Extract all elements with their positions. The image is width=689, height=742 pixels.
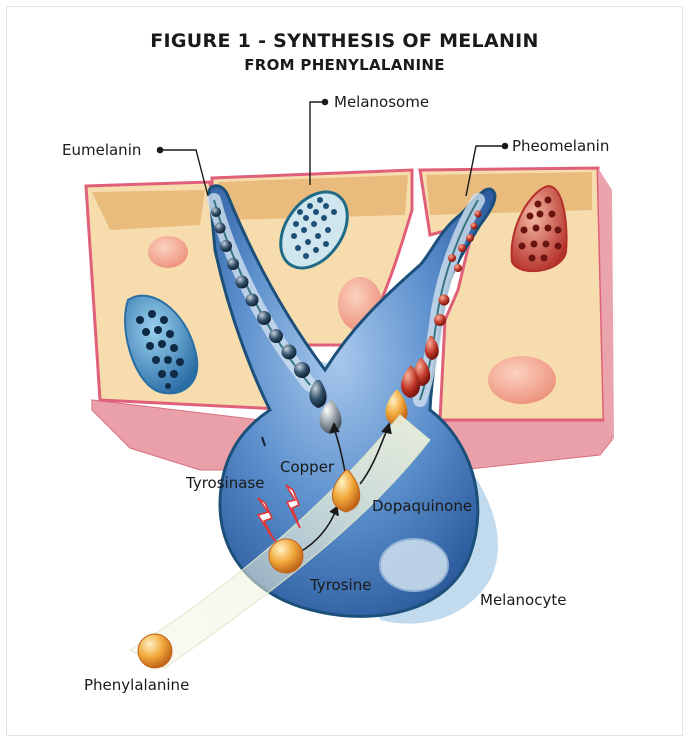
label-phenylalanine: Phenylalanine [84,676,189,694]
nucleus-right [488,356,556,404]
phenylalanine-molecule [138,634,172,668]
label-eumelanin: Eumelanin [62,141,141,159]
label-pheomelanin: Pheomelanin [512,137,609,155]
nucleus-left [148,236,188,268]
tyrosine-molecule [269,539,303,573]
label-melanosome: Melanosome [334,93,429,111]
label-tyrosinase: Tyrosinase [185,474,264,492]
label-tyrosine: Tyrosine [309,576,371,594]
label-melanocyte: Melanocyte [480,591,566,609]
label-copper: Copper [280,458,335,476]
label-dopaquinone: Dopaquinone [372,497,472,515]
